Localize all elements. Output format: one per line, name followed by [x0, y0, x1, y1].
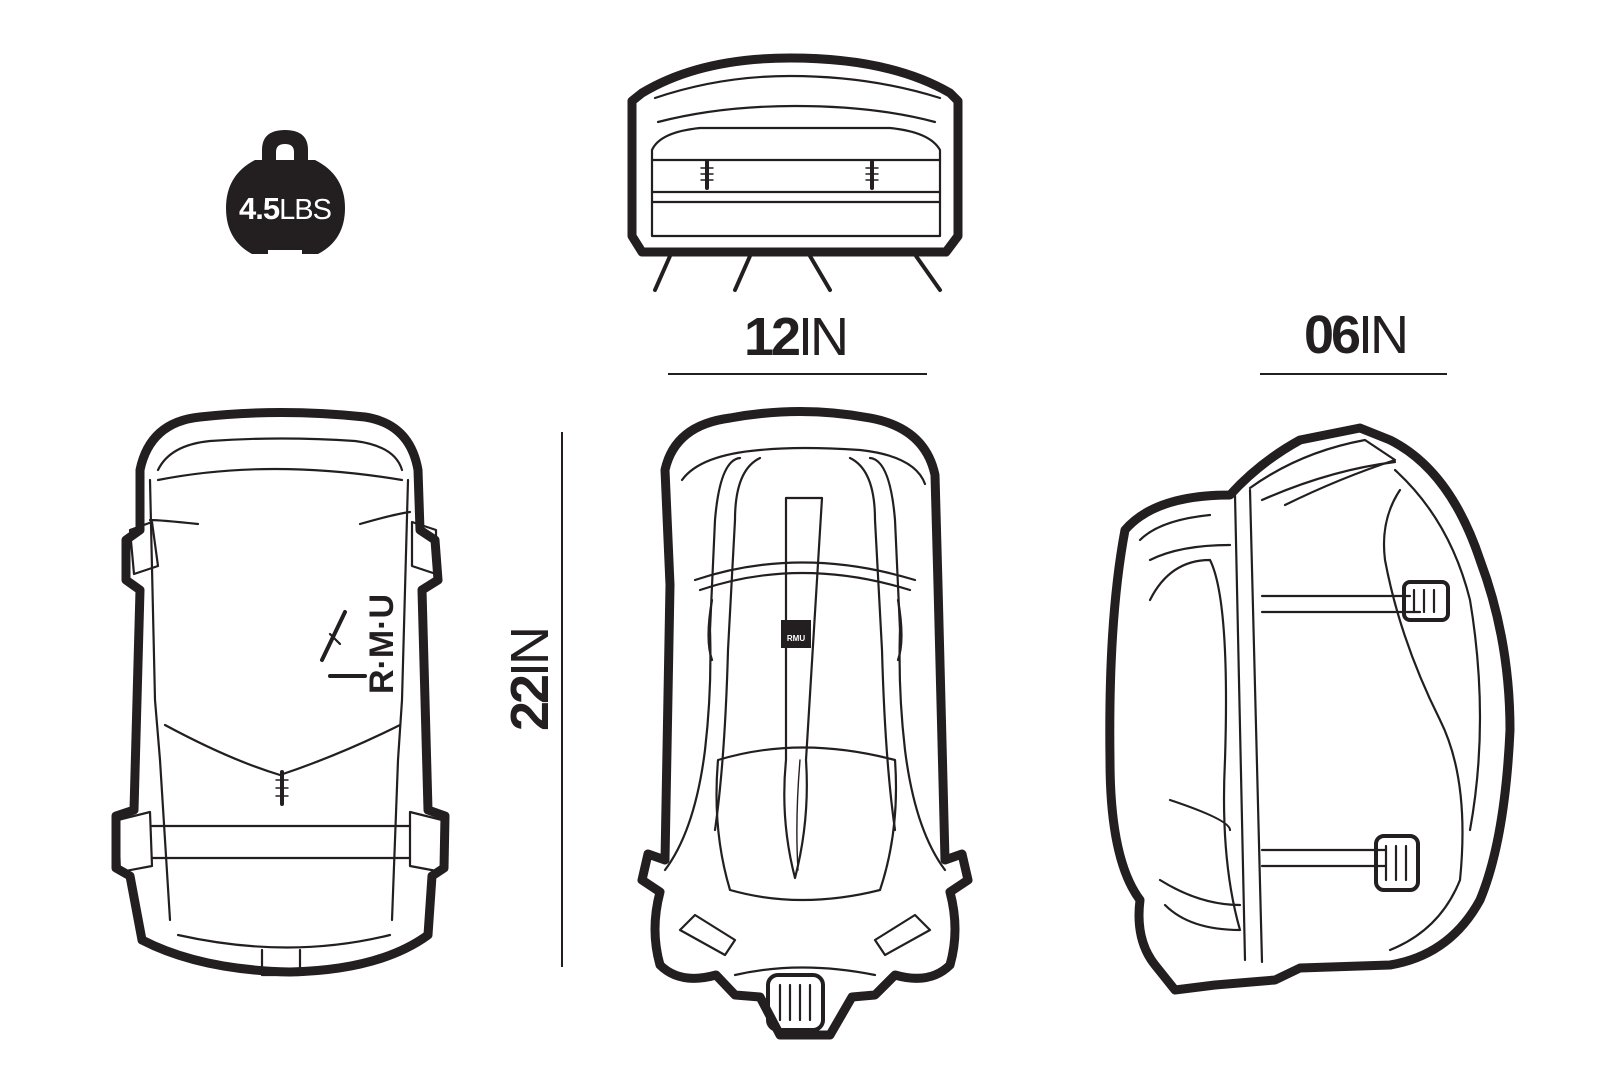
backpack-side-view	[1105, 423, 1515, 995]
zipper-pull-icon	[865, 160, 879, 190]
brand-logo: R·M·U	[320, 594, 401, 694]
depth-unit: IN	[1358, 305, 1406, 365]
zipper-pull-icon	[700, 160, 714, 190]
width-dimension: 12IN	[668, 307, 927, 375]
weight-unit: LBS	[279, 194, 331, 226]
height-unit: IN	[500, 629, 560, 677]
back-patch-text: RMU	[787, 634, 805, 643]
side-buckle-icon	[1402, 580, 1450, 622]
backpack-top-view	[627, 53, 963, 292]
backpack-front-view: R·M·U	[111, 408, 450, 977]
width-unit: IN	[798, 307, 846, 367]
weight-value: 4.5	[239, 191, 280, 226]
svg-text:22IN: 22IN	[500, 629, 560, 731]
svg-text:06IN: 06IN	[1304, 305, 1406, 365]
svg-text:12IN: 12IN	[744, 307, 846, 367]
front-logo-text: R·M·U	[363, 594, 401, 694]
svg-text:4.5LBS: 4.5LBS	[239, 191, 332, 226]
kettlebell-icon	[226, 130, 345, 254]
depth-dimension: 06IN	[1260, 305, 1447, 375]
width-value: 12	[744, 307, 799, 367]
zipper-pull-icon	[275, 770, 289, 806]
weight-badge: 4.5LBS	[226, 130, 345, 254]
height-dimension: 22IN	[500, 432, 563, 967]
backpack-back-view: RMU	[637, 407, 973, 1040]
side-buckle-icon	[1374, 834, 1420, 892]
hip-buckle-icon	[766, 973, 825, 1032]
depth-value: 06	[1304, 305, 1360, 365]
height-value: 22	[500, 676, 560, 731]
rmu-patch: RMU	[781, 620, 811, 648]
